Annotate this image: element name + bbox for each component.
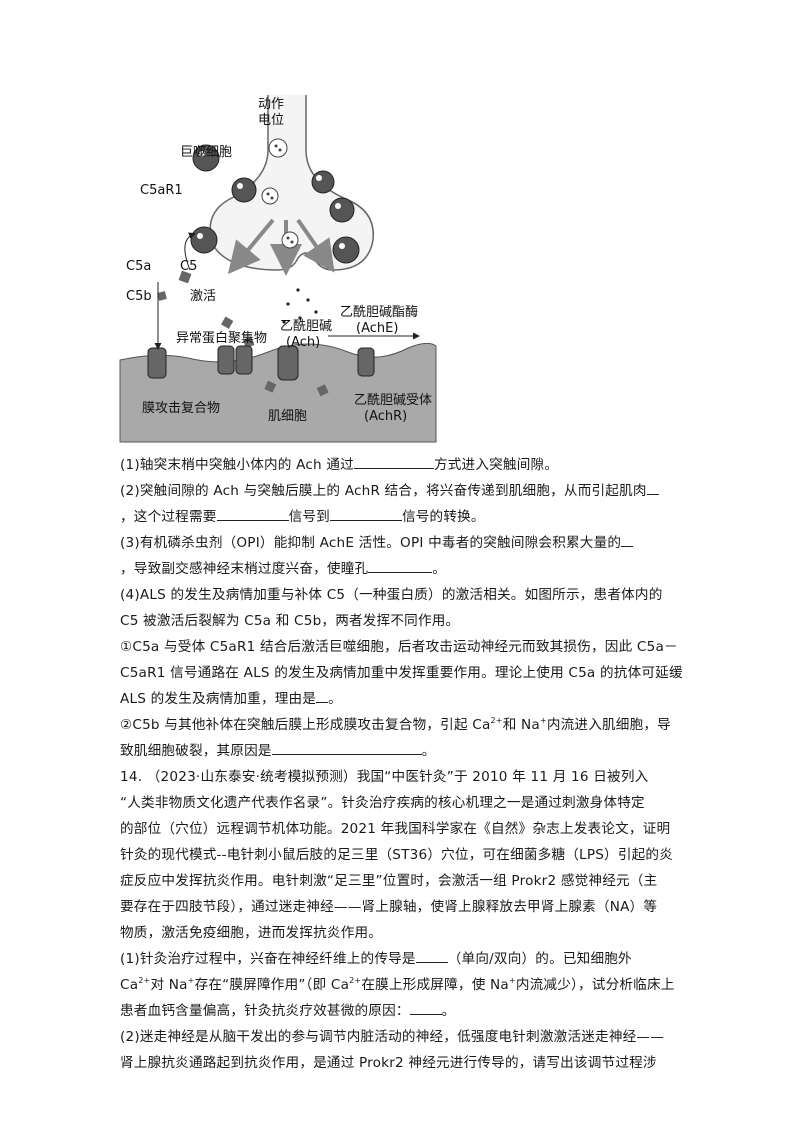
text-line: 症反应中发挥抗炎作用。电针刺激“足三里”位置时，会激活一组 Prokr2 感觉神… <box>120 873 658 889</box>
label-c5ar1: C5aR1 <box>140 183 183 198</box>
label-ach-1: 乙酰胆碱 <box>280 319 332 334</box>
text-line: ①C5a 与受体 C5aR1 结合后激活巨噬细胞，后者攻击运动神经元而致其损伤，… <box>120 639 678 655</box>
label-ach-2: (Ach) <box>286 335 320 350</box>
text-line: (1)轴突末梢中突触小体内的 Ach 通过方式进入突触间隙。 <box>120 452 680 478</box>
text-line: 物质，激活免疫细胞，进而发挥抗炎作用。 <box>120 925 383 941</box>
label-muscle: 肌细胞 <box>268 409 307 424</box>
text-line: (2)突触间隙的 Ach 与突触后膜上的 AchR 结合，将兴奋传递到肌细胞，从… <box>120 478 680 504</box>
text-line: (4)ALS 的发生及病情加重与补体 C5（一种蛋白质）的激活相关。如图所示，患… <box>120 587 663 603</box>
label-c5a: C5a <box>126 259 151 274</box>
receptor-group <box>147 345 375 381</box>
answer-blank[interactable] <box>329 505 402 521</box>
answer-blank[interactable] <box>368 557 433 573</box>
text-line: 要存在于四肢节段），通过迷走神经——肾上腺轴，使肾上腺释放去甲肾上腺素（NA）等 <box>120 899 658 915</box>
label-macrophage: 巨噬细胞 <box>180 145 232 160</box>
text-line: “人类非物质文化遗产代表作名录”。针灸治疗疾病的核心机理之一是通过刺激身体特定 <box>120 795 645 811</box>
text-line: (2)迷走神经是从脑干发出的参与调节内脏活动的神经，低强度电针刺激激活迷走神经—… <box>120 1029 665 1045</box>
label-action-potential-2: 电位 <box>258 113 284 128</box>
question-text: (1)轴突末梢中突触小体内的 Ach 通过方式进入突触间隙。 (2)突触间隙的 … <box>120 452 683 1076</box>
label-c5: C5 <box>180 259 197 274</box>
answer-blank[interactable] <box>409 999 442 1015</box>
text-line: 针灸的现代模式--电针刺小鼠后肢的足三里（ST36）穴位，可在细菌多糖（LPS）… <box>120 847 674 863</box>
text-line: 致肌细胞破裂，其原因是。 <box>120 738 680 764</box>
label-ache-2: (AchE) <box>356 321 398 336</box>
answer-blank[interactable] <box>415 947 448 963</box>
label-achr-2: (AchR) <box>364 409 407 424</box>
answer-blank[interactable] <box>216 505 289 521</box>
text-line: ②C5b 与其他补体在突触后膜上形成膜攻击复合物，引起 Ca2+和 Na+内流进… <box>120 716 671 734</box>
label-ache-1: 乙酰胆碱酯酶 <box>340 304 418 320</box>
text-line: (1)针灸治疗过程中，兴奋在神经纤维上的传导是（单向/双向）的。已知细胞外 <box>120 946 680 972</box>
text-line: C5 被激活后裂解为 C5a 和 C5b，两者发挥不同作用。 <box>120 613 460 629</box>
label-achr-1: 乙酰胆碱受体 <box>354 393 432 408</box>
answer-blank[interactable] <box>646 479 659 495</box>
text-line: 患者血钙含量偏高，针灸抗炎疗效甚微的原因：。 <box>120 998 680 1024</box>
text-line: ，这个过程需要信号到信号的转换。 <box>120 504 680 530</box>
text-line: 14. （2023·山东泰安·统考模拟预测）我国“中医针灸”于 2010 年 1… <box>120 769 649 785</box>
label-mac: 膜攻击复合物 <box>142 401 220 416</box>
answer-blank[interactable] <box>316 687 329 703</box>
label-c5b: C5b <box>126 289 152 304</box>
text-line: C5aR1 信号通路在 ALS 的发生及病情加重中发挥重要作用。理论上使用 C5… <box>120 665 683 681</box>
text-line: ，导致副交感神经末梢过度兴奋，使瞳孔。 <box>120 556 680 582</box>
answer-blank[interactable] <box>621 531 634 547</box>
text-line: ALS 的发生及病情加重，理由是。 <box>120 686 680 712</box>
label-abnormal-protein: 异常蛋白聚集物 <box>176 330 267 346</box>
label-action-potential-1: 动作 <box>258 97 284 112</box>
label-activation: 激活 <box>190 289 216 304</box>
synapse-figure: 动作 电位 巨噬细胞 C5aR1 C5a C5 C5b 激活 异常蛋白聚集物 乙… <box>118 90 448 445</box>
text-line: 的部位（穴位）远程调节机体功能。2021 年我国科学家在《自然》杂志上发表论文，… <box>120 821 671 837</box>
text-line: Ca2+对 Na+存在“膜屏障作用”（即 Ca2+在膜上形成屏障，使 Na+内流… <box>120 976 675 994</box>
answer-blank[interactable] <box>353 453 434 469</box>
text-line: 肾上腺抗炎通路起到抗炎作用，是通过 Prokr2 神经元进行传导的，请写出该调节… <box>120 1055 657 1071</box>
muscle-cell-shape <box>119 342 437 443</box>
answer-blank[interactable] <box>271 739 422 755</box>
text-line: (3)有机磷杀虫剂（OPI）能抑制 AchE 活性。OPI 中毒者的突触间隙会积… <box>120 530 680 556</box>
